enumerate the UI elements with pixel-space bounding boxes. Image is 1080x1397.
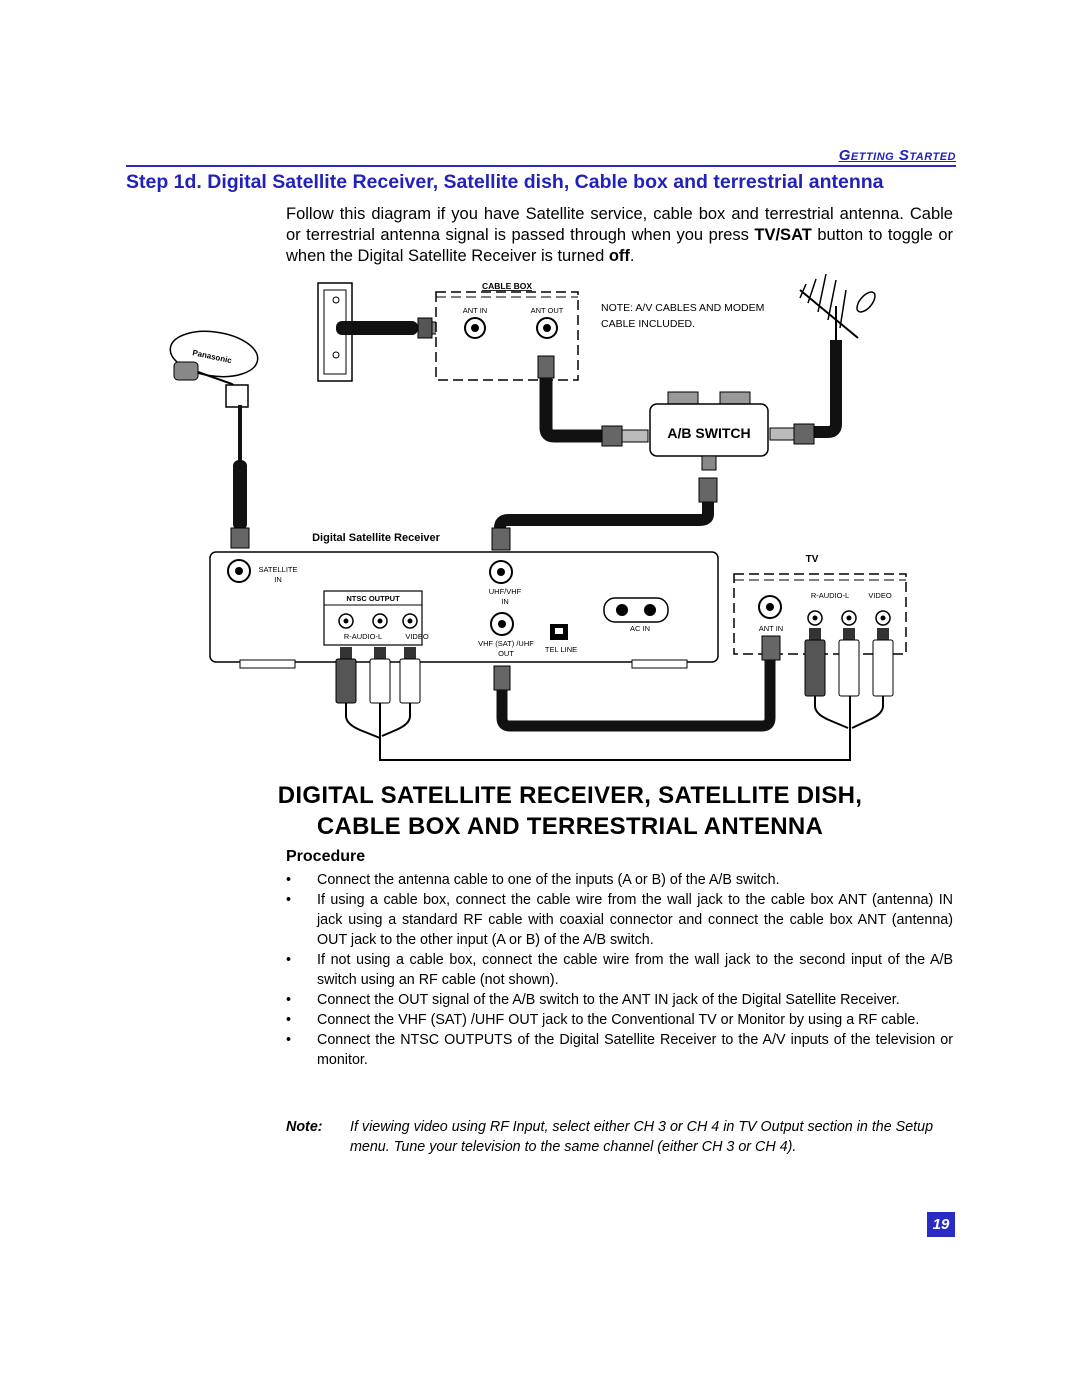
section-header: Getting Started xyxy=(838,147,956,164)
intro-paragraph: Follow this diagram if you have Satellit… xyxy=(286,204,953,267)
tel-line-label: TEL LINE xyxy=(545,645,577,654)
procedure-item: If using a cable box, connect the cable … xyxy=(286,890,953,950)
receiver-label: Digital Satellite Receiver xyxy=(312,532,440,544)
intro-text-2: button to toggle or when the Digital Sat… xyxy=(286,226,953,265)
procedure-item: Connect the antenna cable to one of the … xyxy=(286,870,953,890)
cable-box-ant-in-label: ANT IN xyxy=(463,306,487,315)
receiver-to-tv-rf-cable xyxy=(493,660,776,732)
intro-bold-off: off xyxy=(608,247,630,265)
procedure-item: If not using a cable box, connect the ca… xyxy=(286,950,953,990)
ac-in-label: AC IN xyxy=(630,624,650,633)
receiver-av-plugs xyxy=(335,647,421,704)
main-title: DIGITAL SATELLITE RECEIVER, SATELLITE DI… xyxy=(150,780,990,842)
cable-box-ant-out-label: ANT OUT xyxy=(531,306,564,315)
vhf-out-label-2: OUT xyxy=(498,649,514,658)
procedure-item: Connect the NTSC OUTPUTS of the Digital … xyxy=(286,1030,953,1070)
av-cables xyxy=(345,696,884,761)
uhf-vhf-in-label-2: IN xyxy=(501,597,509,606)
ab-switch: A/B SWITCH xyxy=(649,391,769,471)
tv-av-plugs xyxy=(804,628,894,697)
intro-bold-tvsat: TV/SAT xyxy=(754,226,812,244)
tv-video-label: VIDEO xyxy=(868,591,892,600)
note-text: If viewing video using RF Input, select … xyxy=(350,1119,934,1155)
tv-ant-in-label: ANT IN xyxy=(759,624,783,633)
antenna-to-switch-cable xyxy=(769,340,842,445)
page-number: 19 xyxy=(927,1212,955,1237)
intro-text-1: Follow this diagram if you have Satellit… xyxy=(286,205,953,244)
switch-to-receiver-cable xyxy=(491,477,718,551)
vhf-out-label-1: VHF (SAT) /UHF xyxy=(478,639,534,648)
connection-diagram: CABLE BOX ANT IN ANT OUT NOTE: A/V CABLE… xyxy=(169,273,907,761)
main-title-line-2: CABLE BOX AND TERRESTRIAL ANTENNA xyxy=(316,813,824,840)
procedure-list: Connect the antenna cable to one of the … xyxy=(286,870,953,1070)
terrestrial-antenna xyxy=(799,273,876,340)
ntsc-audio-label: R-AUDIO-L xyxy=(344,632,382,641)
procedure-item: Connect the VHF (SAT) /UHF OUT jack to t… xyxy=(286,1010,953,1030)
tv-ant-plug xyxy=(761,635,781,661)
note: Note: If viewing video using RF Input, s… xyxy=(286,1117,954,1157)
main-title-line-1: DIGITAL SATELLITE RECEIVER, SATELLITE DI… xyxy=(277,782,863,809)
ntsc-output-label: NTSC OUTPUT xyxy=(346,594,400,603)
cablebox-to-switch-cable xyxy=(537,355,649,447)
ntsc-video-label: VIDEO xyxy=(405,632,429,641)
diagram-note-line-2: CABLE INCLUDED. xyxy=(601,318,695,330)
cable-box: CABLE BOX ANT IN ANT OUT xyxy=(435,281,579,381)
note-label: Note: xyxy=(286,1119,323,1135)
tv-audio-label: R-AUDIO-L xyxy=(811,591,849,600)
wall-to-cablebox-cable xyxy=(336,317,441,339)
header-rule xyxy=(126,165,956,167)
satellite-in-label-2: IN xyxy=(274,575,282,584)
step-title: Step 1d. Digital Satellite Receiver, Sat… xyxy=(126,171,884,193)
dish-to-receiver-cable xyxy=(230,405,250,549)
satellite-receiver: SATELLITE IN NTSC OUTPUT R-AUDIO-L VIDEO… xyxy=(209,551,719,669)
satellite-in-label-1: SATELLITE xyxy=(258,565,297,574)
cable-box-label: CABLE BOX xyxy=(482,281,532,291)
intro-text-3: . xyxy=(629,247,635,265)
procedure-item: Connect the OUT signal of the A/B switch… xyxy=(286,990,953,1010)
satellite-dish: Panasonic xyxy=(169,330,259,408)
diagram-note-line-1: NOTE: A/V CABLES AND MODEM xyxy=(601,302,764,314)
procedure-heading: Procedure xyxy=(286,848,366,865)
tv-label: TV xyxy=(806,554,819,565)
ab-switch-label: A/B SWITCH xyxy=(667,425,750,441)
uhf-vhf-in-label-1: UHF/VHF xyxy=(489,587,522,596)
